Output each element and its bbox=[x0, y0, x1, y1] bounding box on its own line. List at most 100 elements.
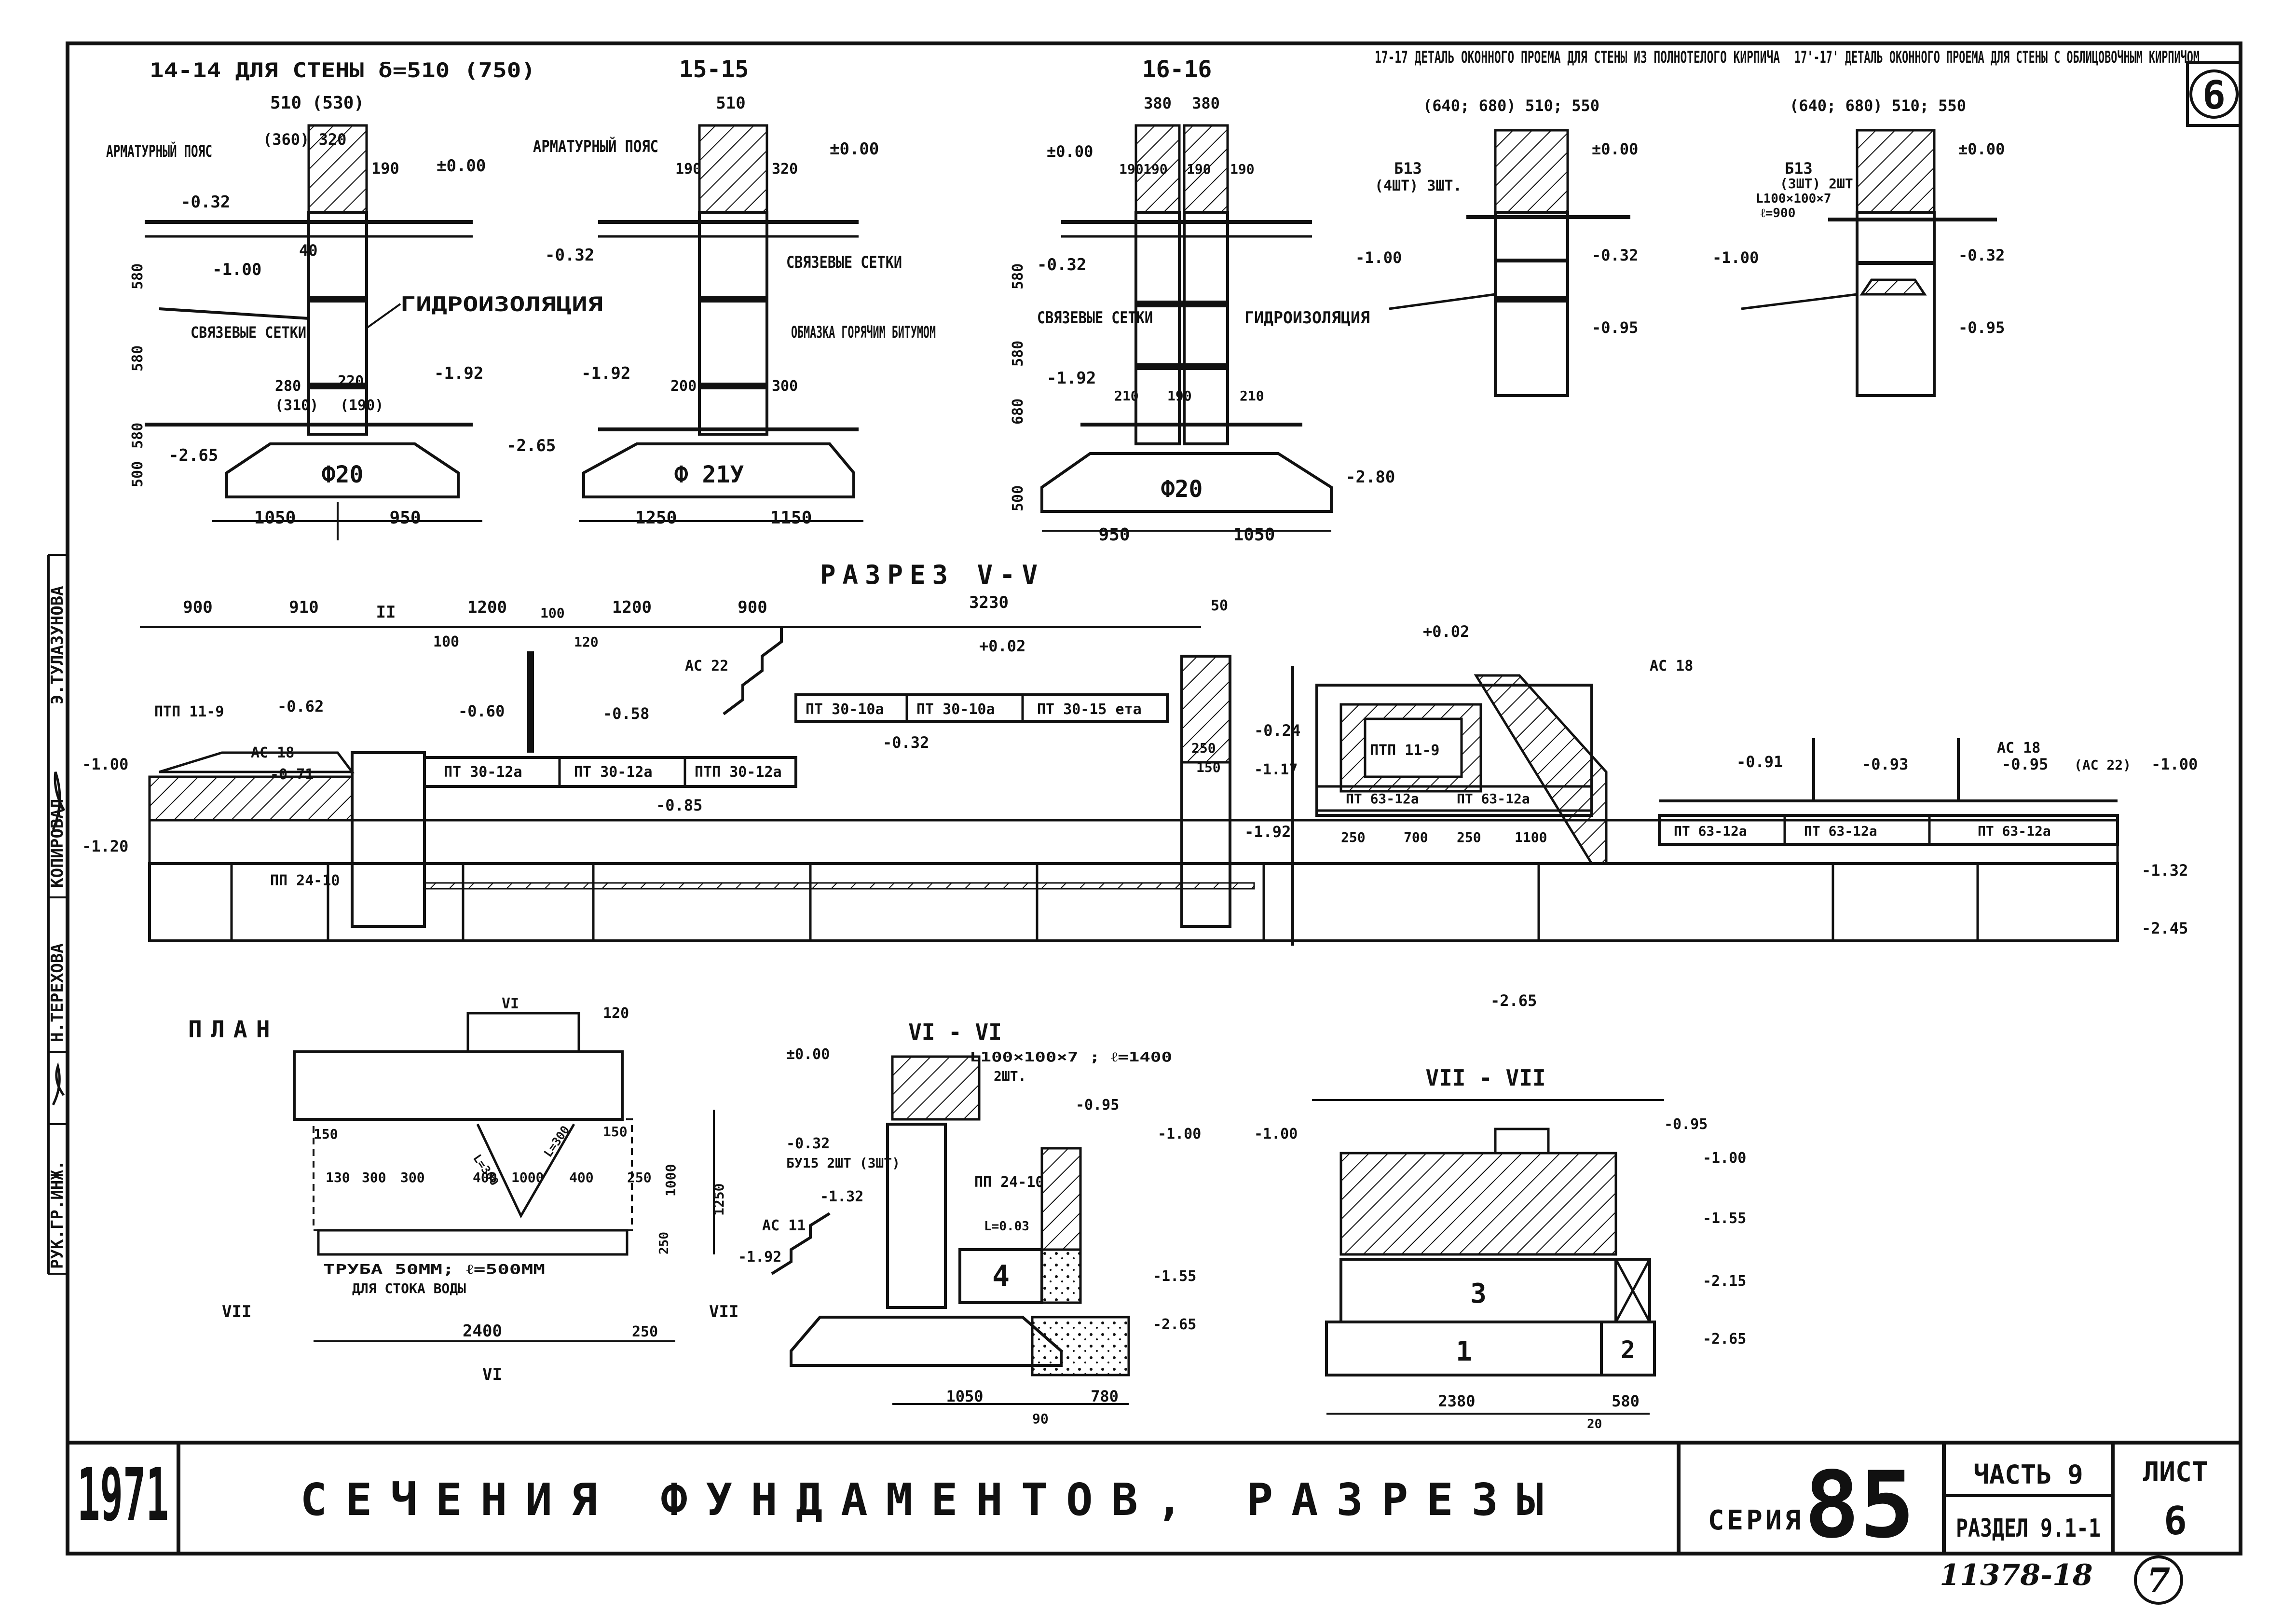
block-number: 3 bbox=[1470, 1278, 1487, 1309]
dim: 580 bbox=[1010, 341, 1026, 367]
element-mark: ПТ 63-12а bbox=[1804, 823, 1877, 839]
level: +0.02 bbox=[979, 637, 1025, 655]
level: -1.00 bbox=[1158, 1126, 1201, 1142]
dim: 150 bbox=[1196, 759, 1221, 775]
level: -0.91 bbox=[1736, 753, 1783, 771]
dim: 3230 bbox=[969, 593, 1009, 612]
dim: 1200 bbox=[612, 598, 652, 617]
dim: 1050 bbox=[254, 508, 296, 528]
dim: (310) bbox=[275, 397, 318, 414]
level: -1.00 bbox=[1712, 248, 1759, 267]
stamp-role-2: Н.ТЕРЕХОВА bbox=[48, 943, 67, 1042]
dim: 190 bbox=[675, 161, 701, 178]
dim: 1150 bbox=[770, 508, 812, 528]
dim: 250 bbox=[1457, 829, 1481, 845]
dim: 150 bbox=[314, 1126, 338, 1142]
block-number: 1 bbox=[1456, 1336, 1472, 1367]
level: -0.95 bbox=[1592, 318, 1638, 337]
dim: 150 bbox=[603, 1124, 628, 1140]
section-vi-vi-title: VI - VI bbox=[908, 1019, 1002, 1045]
belt-beam bbox=[698, 124, 768, 214]
dim: (640; 680) 510; 550 bbox=[1790, 96, 1966, 115]
foundation-row-lower bbox=[148, 862, 2119, 942]
dim: 300 bbox=[362, 1170, 386, 1185]
dim: 40 bbox=[299, 241, 318, 260]
page-circle bbox=[2134, 1555, 2183, 1605]
level: -1.00 bbox=[1355, 248, 1402, 267]
footing bbox=[582, 442, 855, 498]
level: ±0.00 bbox=[1958, 140, 2005, 158]
level: -0.95 bbox=[1664, 1116, 1708, 1133]
section-17b-title: 17'-17' ДЕТАЛЬ ОКОННОГО ПРОЕМА ДЛЯ СТЕНЫ… bbox=[1794, 48, 2200, 67]
element-mark: ПТ 30-10а bbox=[806, 701, 884, 718]
element-mark: АС 11 bbox=[762, 1217, 806, 1234]
dim: 190 bbox=[1187, 161, 1211, 177]
level: -1.00 bbox=[2151, 755, 2198, 773]
signature-mark-1 bbox=[52, 1062, 65, 1106]
block-number: 4 bbox=[992, 1259, 1010, 1293]
dim: 1250 bbox=[711, 1184, 727, 1216]
level: ±0.00 bbox=[1047, 142, 1093, 161]
dim: 210 bbox=[1240, 388, 1264, 404]
level: -0.32 bbox=[786, 1135, 830, 1152]
element-mark: АС 22 bbox=[685, 658, 728, 674]
cut-mark: VI bbox=[482, 1365, 502, 1384]
label: ДЛЯ СТОКА ВОДЫ bbox=[352, 1280, 466, 1296]
dim: 320 bbox=[772, 161, 798, 178]
dim: 100 bbox=[433, 633, 459, 650]
level: -2.65 bbox=[169, 446, 218, 465]
element-mark: ПП 24-10 bbox=[270, 872, 340, 889]
section-vi-vi: VI - VI ±0.00 L100×100×7 ; ℓ=1400 2ШТ. -… bbox=[738, 1019, 1201, 1427]
dim: 190 bbox=[1167, 388, 1192, 404]
element-mark: ПТ 30-12а bbox=[444, 764, 522, 781]
dim: 580 bbox=[1010, 263, 1026, 289]
dim: 20 bbox=[1587, 1417, 1602, 1431]
side-stamp: РУК.ГР.ИНЖ. Н.ТЕРЕХОВА КОПИРОВАЛ Э.ТУЛАЗ… bbox=[47, 554, 68, 1275]
level: -2.65 bbox=[1490, 991, 1537, 1010]
sheet-number: 6 bbox=[2164, 1499, 2187, 1543]
level: -0.32 bbox=[1037, 255, 1086, 275]
section-v-v: РАЗРЕЗ V-V 900 910 II 1200 100 1200 900 … bbox=[82, 560, 2198, 1010]
corner-mark: 6 bbox=[2202, 73, 2226, 118]
level: -0.95 bbox=[1958, 318, 2005, 337]
footing-mark: Ф 21У bbox=[674, 461, 744, 488]
section-vii-vii: VII - VII -0.95 -1.00 -1.00 -1.55 -2.15 … bbox=[1254, 1065, 1746, 1431]
element-mark: ПТ 30-15 ета bbox=[1037, 701, 1142, 718]
dim: 90 bbox=[1032, 1411, 1049, 1427]
dim: 250 bbox=[627, 1170, 652, 1185]
cut-mark: VII bbox=[222, 1302, 251, 1321]
level: ±0.00 bbox=[786, 1046, 830, 1063]
dim: 190 bbox=[1143, 161, 1168, 177]
element-mark: АС 18 bbox=[1650, 658, 1693, 674]
section-16-16-title: 16-16 bbox=[1142, 56, 1212, 83]
dim: 580 bbox=[129, 345, 146, 372]
element-mark: ПТ 30-12а bbox=[574, 764, 653, 781]
level: -1.32 bbox=[2142, 861, 2188, 880]
label: АРМАТУРНЫЙ ПОЯС bbox=[533, 137, 658, 156]
dim: 580 bbox=[1612, 1392, 1640, 1410]
element-mark: ПТ 63-12а bbox=[1674, 823, 1747, 839]
label: АРМАТУРНЫЙ ПОЯС bbox=[106, 141, 212, 161]
level: -0.71 bbox=[270, 766, 314, 783]
dim: ℓ=900 bbox=[1761, 206, 1795, 220]
level: ±0.00 bbox=[1592, 140, 1638, 158]
footing-mark: Ф20 bbox=[1161, 476, 1203, 503]
dim: (3ШТ) 2ШТ bbox=[1780, 176, 1853, 192]
dim: 250 bbox=[1191, 740, 1216, 756]
dim: 700 bbox=[1404, 829, 1428, 845]
dim: 500 bbox=[129, 461, 146, 487]
section-17-17-title: 17-17 ДЕТАЛЬ ОКОННОГО ПРОЕМА ДЛЯ СТЕНЫ И… bbox=[1375, 48, 1780, 67]
dim: Б13 bbox=[1785, 159, 1813, 178]
dim: 380 bbox=[1144, 94, 1172, 112]
dim: 190 bbox=[1119, 161, 1144, 177]
section-v-v-title: РАЗРЕЗ V-V bbox=[820, 560, 1044, 590]
level: -0.85 bbox=[656, 796, 702, 814]
dim: (640; 680) 510; 550 bbox=[1423, 96, 1599, 115]
dim: 510 bbox=[716, 94, 745, 113]
stamp-role-4: Э.ТУЛАЗУНОВА bbox=[48, 586, 67, 704]
dim: 1050 bbox=[1233, 525, 1275, 545]
level: -0.32 bbox=[181, 193, 230, 212]
level: -2.65 bbox=[1153, 1316, 1196, 1333]
element-mark: (АС 22) bbox=[2074, 757, 2131, 773]
